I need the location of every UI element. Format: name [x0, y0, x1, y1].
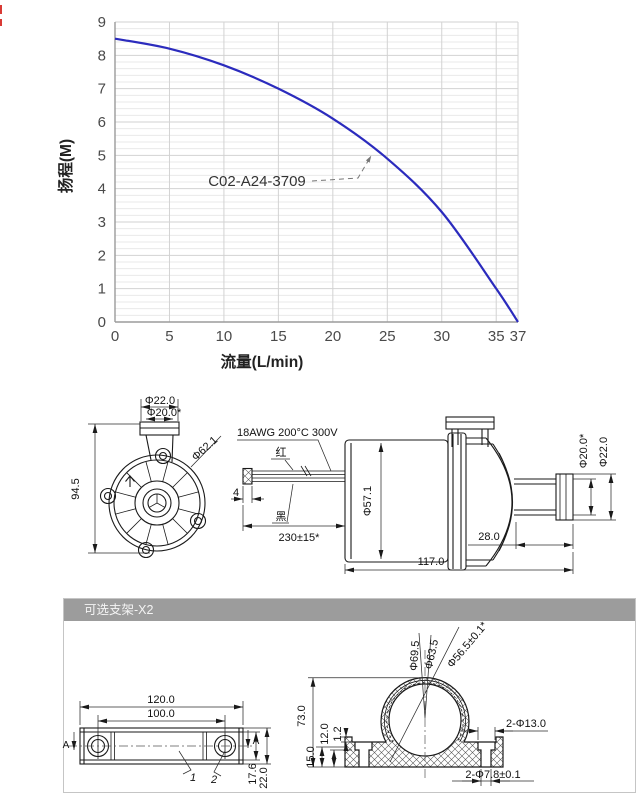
x-axis-label: 流量(L/min)	[221, 352, 304, 371]
bracket-mid-diameter-dim: Φ63.5	[423, 638, 441, 670]
tick-label: 5	[98, 147, 106, 164]
side-outlet-id-dim: Φ20.0*	[578, 433, 590, 468]
tick-label: 3	[98, 214, 106, 231]
bracket-outer-diameter-dim: Φ69.5	[408, 640, 422, 671]
side-body-diameter-dim: Φ57.1	[362, 486, 374, 516]
bracket-top-view: 120.0 100.0 A A 1 2 17.6 22.0	[63, 694, 271, 789]
callout-2: 2	[210, 774, 217, 786]
wire-spec-label: 18AWG 200°C 300V	[237, 427, 338, 439]
outlet-length-dim: 28.0	[478, 531, 499, 543]
tick-label: 0	[98, 314, 106, 331]
bracket-step-height-dim: 12.0	[319, 723, 331, 744]
wire-black-label: 黑	[276, 510, 287, 523]
scan-artifact	[0, 5, 2, 14]
bracket-hole-spacing-dim: 100.0	[147, 708, 175, 720]
y-axis-label: 扬程(M)	[56, 139, 75, 193]
front-outlet-od-dim: Φ22.0	[145, 395, 175, 407]
tick-label: 7	[98, 81, 106, 98]
front-body-diameter-dim: Φ62.1	[190, 434, 220, 463]
bracket-bore-diameter-dim: Φ56.5±0.1*	[445, 619, 491, 670]
tick-label: 37	[510, 328, 527, 345]
bracket-panel-title: 可选支架-X2	[64, 599, 635, 621]
bracket-length-dim: 120.0	[147, 694, 175, 706]
bracket-flange-holes-dim: 2-Φ13.0	[506, 718, 546, 730]
performance-chart: 0 1 2 3 4 5 6 7 8 9 0 5 10 15 20 25 30 35 37 扬程(M) 流量(L/mi…	[56, 14, 527, 371]
tick-label: 2	[98, 247, 106, 264]
tick-label: 35	[488, 328, 505, 345]
scan-artifact	[0, 19, 2, 26]
tick-label: 8	[98, 47, 106, 64]
tick-label: 6	[98, 114, 106, 131]
tick-label: 15	[270, 328, 287, 345]
side-outlet-od-dim: Φ22.0	[598, 437, 610, 467]
tick-label: 25	[379, 328, 396, 345]
pump-front-view: Φ22.0 Φ20.0* 94.5 Φ62.1	[70, 395, 222, 559]
tick-label: 5	[165, 328, 173, 345]
curve-model-annotation: C02-A24-3709	[208, 173, 306, 190]
flow-direction-arrow-icon	[125, 475, 135, 487]
callout-1: 1	[190, 772, 196, 784]
bracket-inner-height-dim: 17.6	[247, 763, 259, 784]
annotation-leader-line	[311, 155, 372, 182]
bracket-outer-height-dim: 22.0	[258, 767, 270, 788]
section-mark-a-right: A	[253, 736, 260, 747]
tick-label: 0	[111, 328, 119, 345]
wire-red-label: 红	[276, 446, 287, 459]
tick-label: 9	[98, 14, 106, 31]
front-outlet-id-dim: Φ20.0*	[147, 407, 182, 419]
bracket-section-view: 73.0 15.0 12.0 1.2 Φ69.5 Φ63.5 Φ56.5±0.1…	[296, 619, 548, 786]
tick-label: 4	[98, 181, 106, 198]
chart-grid-and-curve: 0 1 2 3 4 5 6 7 8 9 0 5 10 15 20 25 30 35 37	[98, 14, 527, 345]
bracket-base-height-dim: 15.0	[305, 746, 317, 767]
pump-side-view: 18AWG 200°C 300V 红 黑 4 230±15* Φ57.1 Φ20…	[231, 416, 616, 574]
tick-label: 1	[98, 281, 106, 298]
total-length-dim: 117.0	[418, 556, 445, 568]
tick-label: 10	[216, 328, 233, 345]
tick-label: 30	[433, 328, 450, 345]
bracket-base-holes-dim: 2-Φ7.8±0.1	[465, 769, 520, 781]
bracket-height-dim: 73.0	[296, 705, 308, 726]
performance-curve	[114, 37, 519, 323]
wire-length-dim: 230±15*	[279, 532, 321, 544]
wire-width-dim: 4	[233, 487, 239, 499]
bracket-lip-thickness-dim: 1.2	[332, 726, 344, 741]
bracket-cross-section	[344, 677, 504, 768]
tick-label: 20	[324, 328, 341, 345]
front-height-dim: 94.5	[70, 478, 82, 499]
section-mark-a-left: A	[63, 740, 70, 751]
